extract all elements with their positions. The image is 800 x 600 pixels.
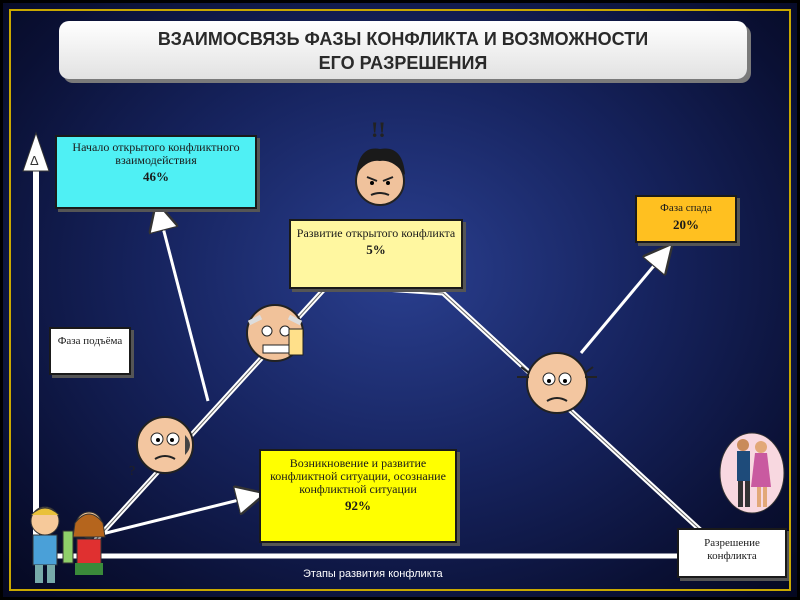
open-development-box: Развитие открытого конфликта 5% — [289, 219, 463, 289]
open-interaction-percent: 46% — [143, 169, 169, 184]
open-interaction-box: Начало открытого конфликтного взаимодейс… — [55, 135, 257, 209]
svg-text:?: ? — [129, 464, 135, 479]
arrow-to-emergence — [97, 497, 251, 537]
sad-face-icon — [517, 352, 597, 414]
emergence-percent: 92% — [345, 498, 371, 513]
open-interaction-text: Начало открытого конфликтного взаимодейс… — [72, 140, 240, 167]
worried-face-icon: ? — [129, 416, 194, 479]
title-line-1: ВЗАИМОСВЯЗЬ ФАЗЫ КОНФЛИКТА И ВОЗМОЖНОСТИ — [157, 29, 649, 49]
decline-phase-box: Фаза спада 20% — [635, 195, 737, 243]
y-axis-arrowhead — [22, 131, 50, 172]
rise-phase-text: Фаза подъёма — [57, 335, 123, 347]
open-development-percent: 5% — [366, 242, 386, 257]
angry-man-icon: !! — [355, 117, 405, 206]
couple-icon — [719, 432, 785, 514]
rise-phase-box: Фаза подъёма — [49, 327, 131, 375]
x-axis-label: Этапы развития конфликта — [303, 568, 443, 580]
y-axis-label: Δ — [30, 153, 39, 168]
arrow-to-decline — [579, 255, 663, 354]
decline-phase-text: Фаза спада — [660, 202, 712, 214]
svg-text:!!: !! — [371, 117, 386, 142]
title-line-2: ЕГО РАЗРЕШЕНИЯ — [318, 53, 488, 73]
arrow-to-open — [160, 216, 210, 402]
open-development-text: Развитие открытого конфликта — [296, 226, 456, 240]
conflict-curve: Δ — [22, 131, 725, 559]
resolution-box: Разрешение конфликта — [677, 528, 787, 578]
angry-old-man-icon — [246, 304, 304, 362]
resolution-text: Разрешение конфликта — [704, 537, 760, 562]
emergence-box: Возникновение и развитие конфликтной сит… — [259, 449, 457, 543]
emergence-text: Возникновение и развитие конфликтной сит… — [270, 456, 446, 496]
decline-phase-percent: 20% — [673, 217, 699, 232]
diagram-title: ВЗАИМОСВЯЗЬ ФАЗЫ КОНФЛИКТА И ВОЗМОЖНОСТИ… — [59, 21, 747, 79]
children-icon — [30, 506, 106, 583]
